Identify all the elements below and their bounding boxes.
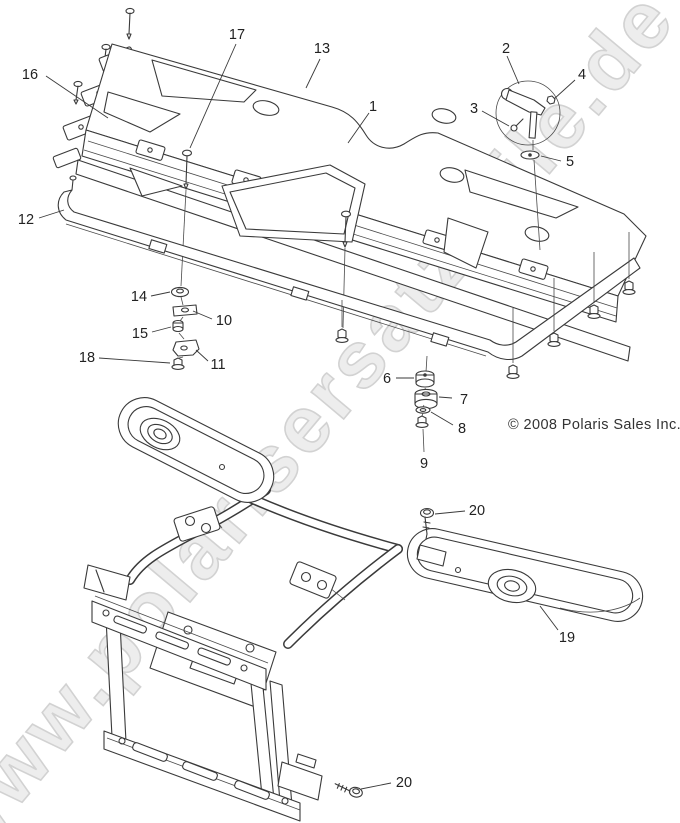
callout-3: 3: [470, 101, 478, 117]
callout-5: 5: [566, 154, 574, 170]
rim-fasteners: [335, 232, 636, 379]
callout-15: 15: [132, 326, 148, 342]
rack-assembly-drawing: [52, 7, 647, 362]
plate-screws: [180, 149, 352, 329]
callout-9: 9: [420, 456, 428, 472]
callout-4: 4: [578, 67, 586, 83]
screw-20-upper: [419, 507, 435, 540]
callout-14: 14: [131, 289, 147, 305]
hardware-stack-left: [170, 286, 200, 370]
callout-11: 11: [210, 357, 225, 373]
callout-13: 13: [314, 41, 330, 57]
detail-circle-group: [495, 80, 561, 251]
callout-20b: 20: [396, 775, 412, 791]
latch-part: [500, 87, 556, 139]
callout-2: 2: [502, 41, 510, 57]
callout-7: 7: [460, 392, 468, 408]
hardware-stack-right: [414, 355, 438, 453]
detail-circle: [495, 80, 561, 146]
callout-17: 17: [229, 27, 245, 43]
screw-20-lower: [334, 783, 363, 798]
callout-6: 6: [383, 371, 391, 387]
frame-structure: [91, 595, 323, 822]
callout-16: 16: [22, 67, 38, 83]
right-pod: [406, 528, 644, 622]
callout-labels: 16 17 13 1 2 3 4 5 12 14 10 15 18 11 6 7…: [18, 27, 586, 791]
rack-cutouts: [103, 59, 579, 269]
callout-12: 12: [18, 212, 34, 228]
leader-lines: [38, 43, 576, 790]
rack-top-plate: [85, 43, 647, 297]
callout-1: 1: [369, 99, 377, 115]
callout-19: 19: [559, 630, 575, 646]
tube-brackets: [83, 506, 337, 601]
rack-front-rail: [75, 159, 631, 362]
copyright-text: © 2008 Polaris Sales Inc.: [508, 417, 680, 433]
callout-18: 18: [79, 350, 95, 366]
support-rim-drawing: [57, 189, 641, 379]
callout-10: 10: [216, 313, 232, 329]
callout-8: 8: [458, 421, 466, 437]
bottom-frame-assembly: [83, 397, 644, 822]
callout-20a: 20: [469, 503, 485, 519]
left-pod: [117, 397, 275, 503]
